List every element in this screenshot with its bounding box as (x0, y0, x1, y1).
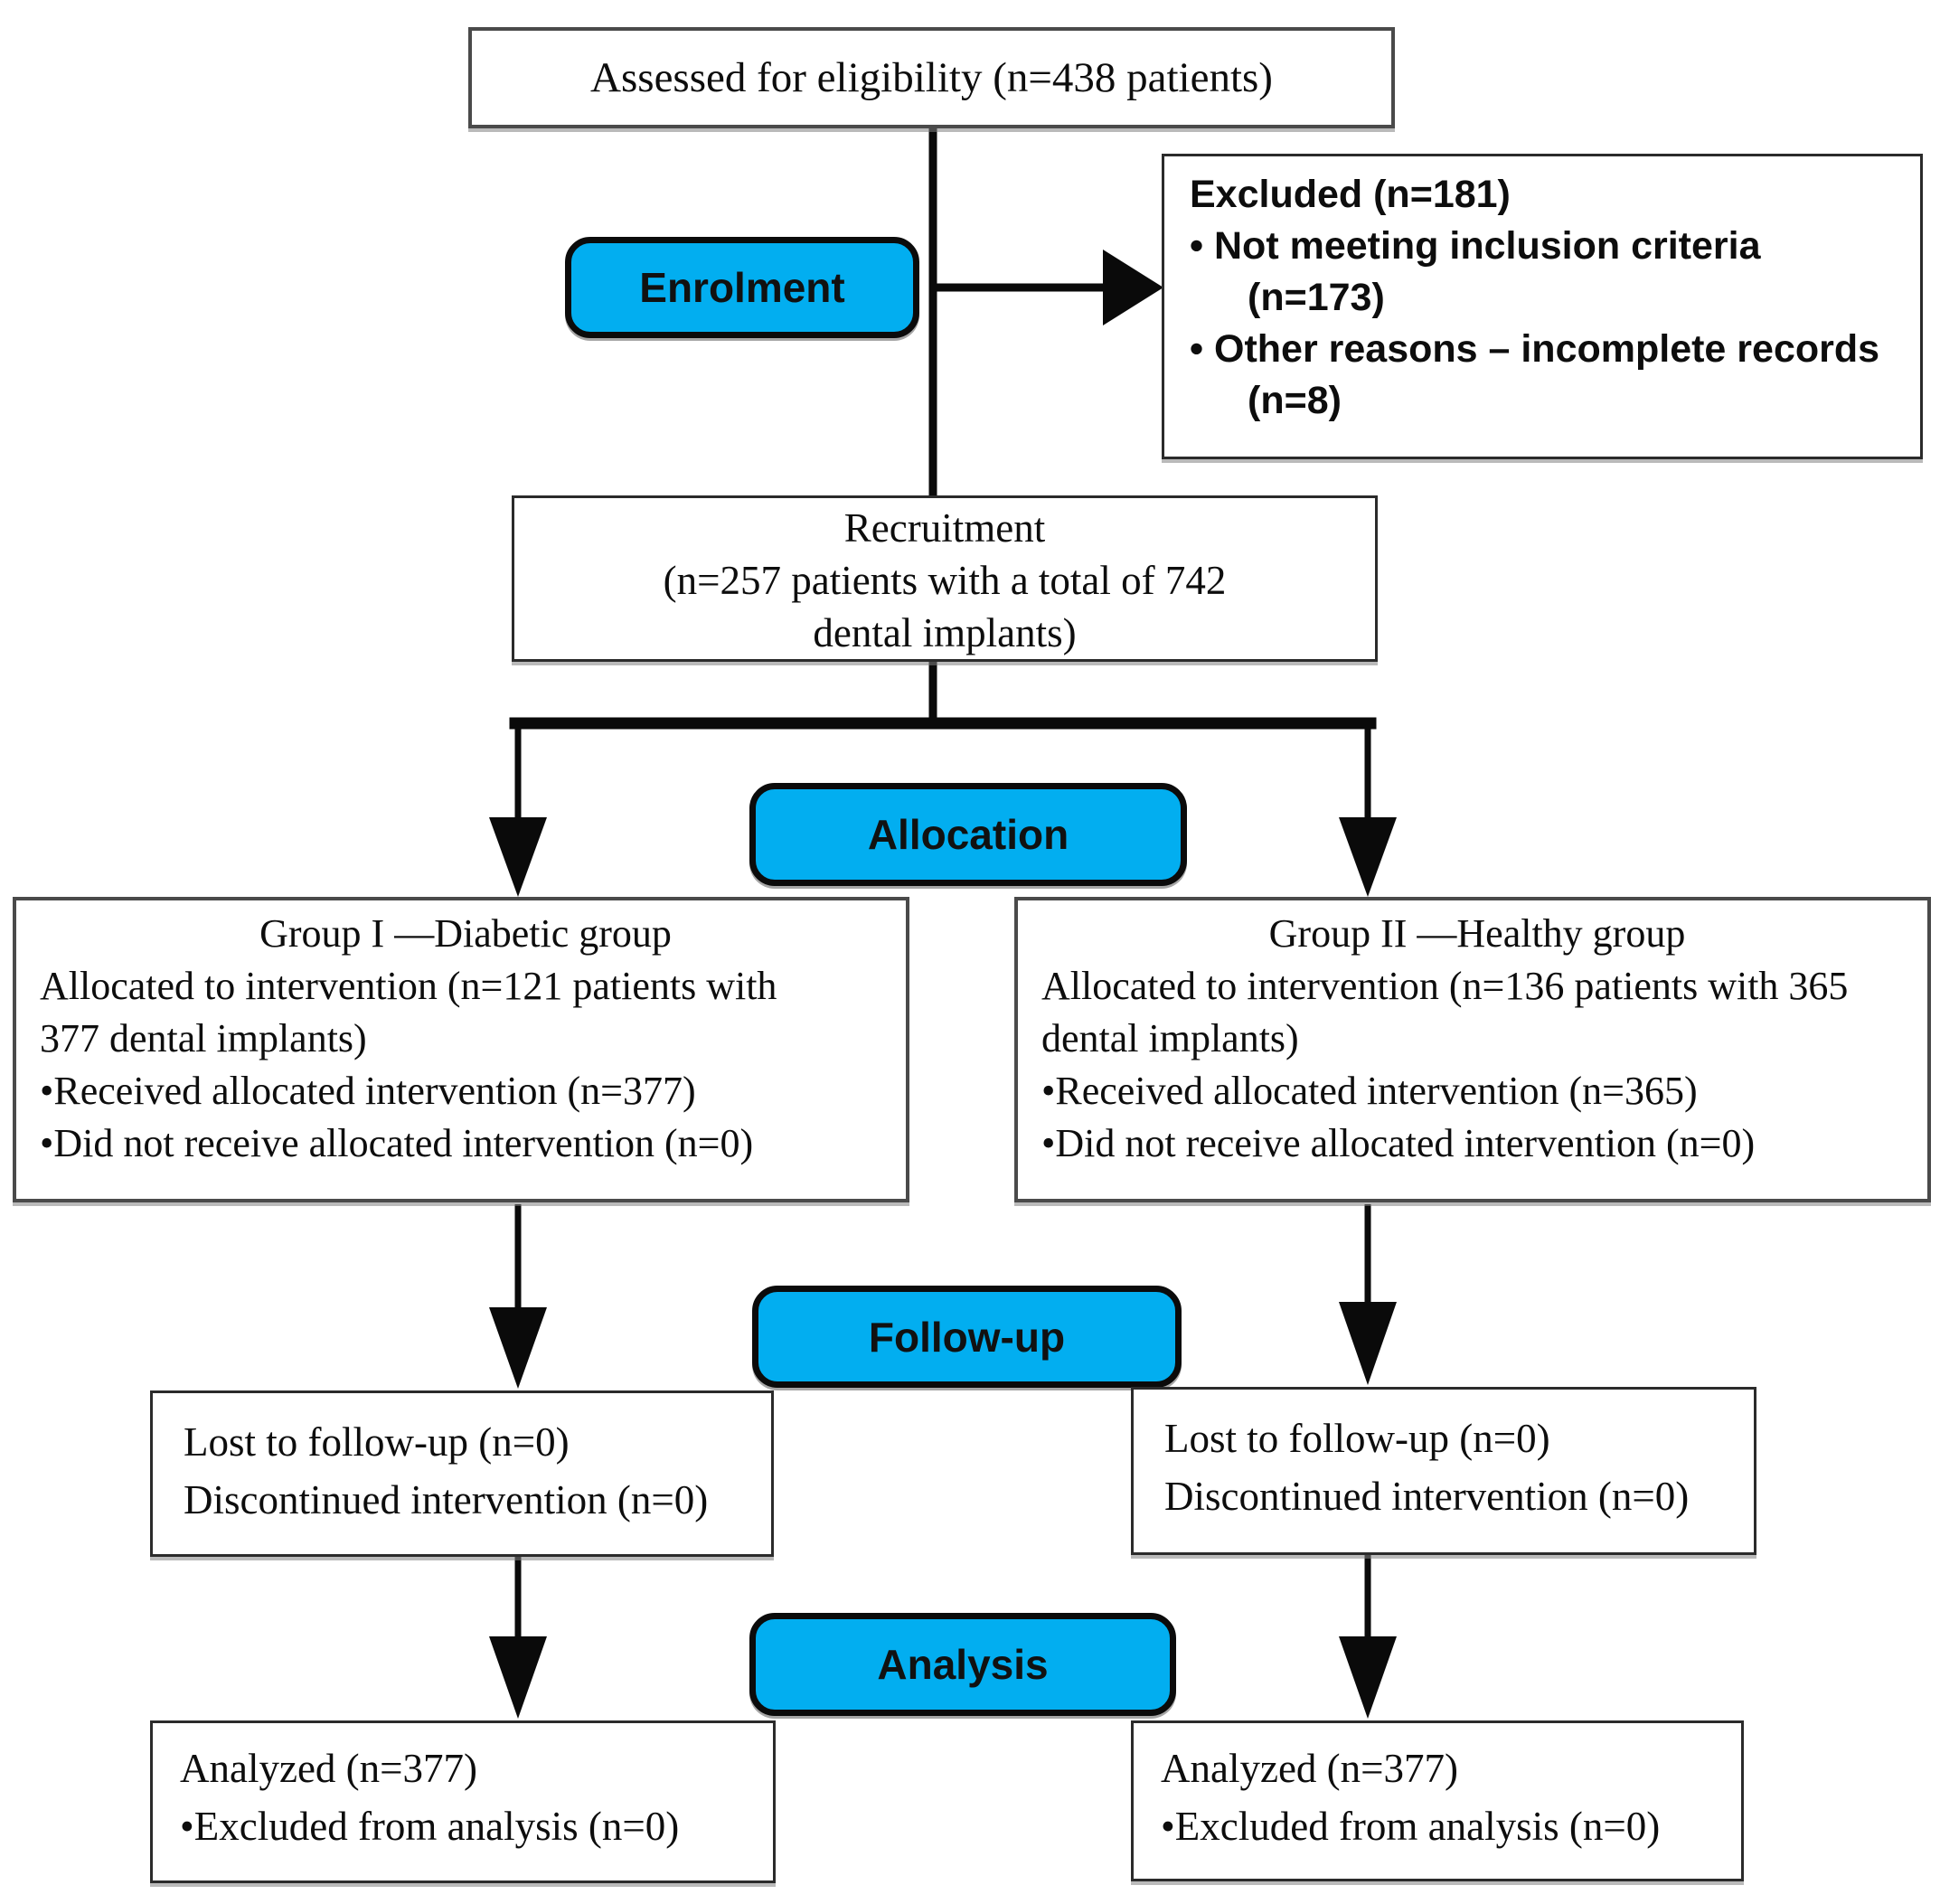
arrowhead-analysis1 (489, 1636, 547, 1719)
arrowhead-followup2 (1339, 1302, 1397, 1385)
arrowhead-excluded (1103, 250, 1163, 325)
group1-line-5: •Did not receive allocated intervention … (40, 1121, 754, 1165)
analysis2-line-1: Analyzed (n=377) (1161, 1746, 1459, 1791)
excluded-bullet-2-count: (n=8) (1248, 379, 1342, 422)
group2-line-5: •Did not receive allocated intervention … (1041, 1121, 1756, 1165)
stage-analysis-pill: Analysis (749, 1613, 1176, 1716)
recruitment-line-1: Recruitment (843, 505, 1046, 551)
stage-allocation-label: Allocation (867, 811, 1069, 858)
recruitment-box: Recruitment (n=257 patients with a total… (512, 495, 1378, 662)
stage-followup-pill: Follow-up (752, 1286, 1182, 1388)
group1-line-4: •Received allocated intervention (n=377) (40, 1069, 696, 1113)
analysis1-line-1: Analyzed (n=377) (180, 1746, 478, 1791)
excluded-bullet-2: • Other reasons – incomplete records (1190, 327, 1880, 371)
excluded-bullet-1-count: (n=173) (1248, 276, 1385, 319)
analysis-group2-box: Analyzed (n=377) •Excluded from analysis… (1131, 1720, 1744, 1881)
arrowhead-group2 (1339, 817, 1397, 897)
stage-analysis-label: Analysis (877, 1641, 1049, 1688)
followup2-line-2: Discontinued intervention (n=0) (1164, 1474, 1690, 1519)
recruitment-line-2: (n=257 patients with a total of 742 (663, 558, 1227, 603)
arrowhead-analysis2 (1339, 1636, 1397, 1719)
excluded-box: Excluded (n=181) • Not meeting inclusion… (1162, 154, 1923, 459)
analysis2-line-2: •Excluded from analysis (n=0) (1161, 1804, 1661, 1849)
stage-enrolment-pill: Enrolment (565, 237, 919, 338)
group2-line-3: dental implants) (1041, 1016, 1299, 1060)
assessed-eligibility-text: Assessed for eligibility (n=438 patients… (590, 54, 1273, 101)
group1-title: Group I —Diabetic group (259, 911, 672, 956)
arrowhead-followup1 (489, 1307, 547, 1389)
group2-healthy-box: Group II —Healthy group Allocated to int… (1014, 897, 1931, 1202)
group1-line-3: 377 dental implants) (40, 1016, 367, 1060)
group1-diabetic-box: Group I —Diabetic group Allocated to int… (13, 897, 909, 1202)
excluded-bullet-1: • Not meeting inclusion criteria (1190, 224, 1761, 268)
stage-allocation-pill: Allocation (749, 783, 1187, 886)
followup2-line-1: Lost to follow-up (n=0) (1164, 1416, 1550, 1461)
recruitment-line-3: dental implants) (813, 610, 1077, 655)
group2-line-4: •Received allocated intervention (n=365) (1041, 1069, 1698, 1113)
analysis-group1-box: Analyzed (n=377) •Excluded from analysis… (150, 1720, 776, 1883)
followup-group1-box: Lost to follow-up (n=0) Discontinued int… (150, 1390, 774, 1557)
assessed-eligibility-box: Assessed for eligibility (n=438 patients… (468, 27, 1395, 128)
stage-enrolment-label: Enrolment (639, 264, 845, 311)
followup1-line-2: Discontinued intervention (n=0) (184, 1477, 709, 1522)
arrowhead-group1 (489, 817, 547, 897)
group2-line-2: Allocated to intervention (n=136 patient… (1041, 964, 1849, 1008)
followup1-line-1: Lost to follow-up (n=0) (184, 1419, 570, 1465)
group1-line-2: Allocated to intervention (n=121 patient… (40, 964, 777, 1008)
group2-title: Group II —Healthy group (1268, 911, 1686, 956)
followup-group2-box: Lost to follow-up (n=0) Discontinued int… (1131, 1387, 1756, 1555)
analysis1-line-2: •Excluded from analysis (n=0) (180, 1804, 680, 1849)
excluded-title: Excluded (n=181) (1190, 173, 1511, 216)
stage-followup-label: Follow-up (868, 1313, 1066, 1361)
